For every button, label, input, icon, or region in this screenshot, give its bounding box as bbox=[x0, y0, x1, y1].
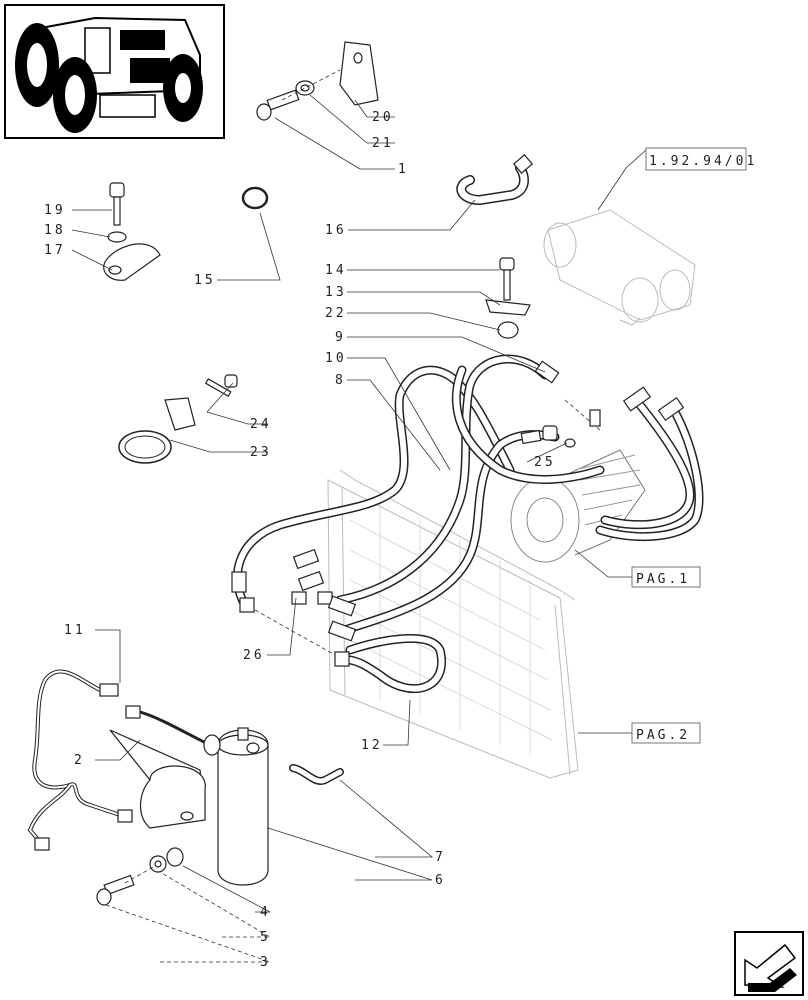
next-page-arrow-icon[interactable] bbox=[734, 931, 804, 996]
callout-2: 2 bbox=[74, 753, 85, 768]
mounting-clamp-2 bbox=[109, 729, 206, 829]
fasteners-3-4-5 bbox=[96, 847, 184, 906]
callout-16: 16 bbox=[325, 223, 347, 238]
bracket-17-19 bbox=[103, 182, 161, 281]
receiver-dryer-6 bbox=[203, 727, 269, 886]
hose-fittings-26 bbox=[254, 548, 357, 667]
callout-24: 24 bbox=[250, 417, 272, 432]
ref-label-pag-2: PAG.2 bbox=[636, 728, 690, 743]
callout-13: 13 bbox=[325, 285, 347, 300]
callout-4: 4 bbox=[260, 905, 271, 920]
callout-3: 3 bbox=[260, 955, 271, 970]
ref-box-pag-1[interactable]: PAG.1 bbox=[631, 566, 701, 588]
callout-19: 19 bbox=[44, 203, 66, 218]
callout-5: 5 bbox=[260, 930, 271, 945]
callout-15: 15 bbox=[194, 273, 216, 288]
callout-14: 14 bbox=[325, 263, 347, 278]
callout-20: 20 bbox=[372, 110, 394, 125]
callout-21: 21 bbox=[372, 136, 394, 151]
callout-17: 17 bbox=[44, 243, 66, 258]
callout-25: 25 bbox=[534, 455, 556, 470]
dryer-ghost bbox=[543, 209, 696, 326]
hose-16 bbox=[456, 154, 534, 206]
ref-box-1-92-94-01[interactable]: 1.92.94/01 bbox=[645, 147, 757, 171]
ref-label-pag-1: PAG.1 bbox=[636, 572, 690, 587]
bracket-13-14 bbox=[485, 257, 531, 339]
ref-box-pag-2[interactable]: PAG.2 bbox=[631, 722, 701, 744]
callout-11: 11 bbox=[64, 623, 86, 638]
clamp-15 bbox=[241, 186, 269, 210]
tractor-thumbnail-icon[interactable] bbox=[4, 4, 225, 139]
leader-lines bbox=[71, 94, 647, 963]
callout-18: 18 bbox=[44, 223, 66, 238]
bracket-23-24 bbox=[118, 374, 238, 464]
callout-10: 10 bbox=[325, 351, 347, 366]
bracket-top bbox=[256, 41, 379, 121]
radiator-ghost bbox=[327, 469, 579, 779]
callout-numbers: 20 21 1 16 15 19 18 17 14 13 22 9 10 8 2… bbox=[44, 110, 556, 970]
callout-6: 6 bbox=[435, 873, 446, 888]
callout-8: 8 bbox=[335, 373, 346, 388]
wiring-harness-11 bbox=[27, 669, 211, 851]
callout-9: 9 bbox=[335, 330, 346, 345]
hoses bbox=[231, 354, 704, 694]
compressor-ghost bbox=[510, 449, 646, 563]
callout-26: 26 bbox=[243, 648, 265, 663]
callout-1: 1 bbox=[398, 162, 409, 177]
pressure-switch-25 bbox=[564, 399, 601, 448]
callout-7: 7 bbox=[435, 850, 446, 865]
ref-label-1-92-94-01: 1.92.94/01 bbox=[649, 154, 757, 169]
callout-23: 23 bbox=[250, 445, 272, 460]
callout-12: 12 bbox=[361, 738, 383, 753]
hose-7 bbox=[289, 764, 344, 785]
callout-22: 22 bbox=[325, 306, 347, 321]
